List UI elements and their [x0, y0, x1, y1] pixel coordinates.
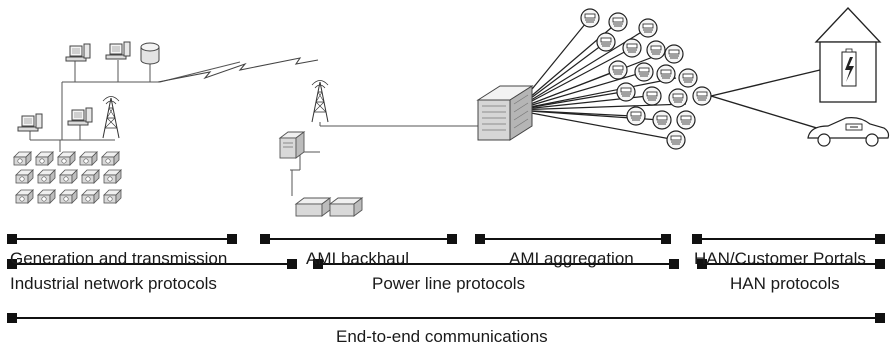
smart-meter-icon	[634, 62, 654, 82]
label-industrial-network-protocols: Industrial network protocols	[10, 274, 217, 293]
segment-ami-backhaul	[260, 234, 457, 244]
generation-network-icon	[13, 41, 241, 204]
house-icon	[814, 7, 882, 103]
field-device-icon	[13, 151, 32, 166]
electric-car-icon	[807, 117, 890, 147]
smart-meter-icon	[656, 64, 676, 84]
label-ami-aggregation: AMI aggregation	[509, 249, 634, 268]
smart-meter-icon	[626, 106, 646, 126]
smart-meter-icon	[666, 130, 686, 150]
transmission-tower-icon	[102, 96, 120, 139]
server-icon	[278, 131, 306, 159]
smart-meter-icon	[678, 68, 698, 88]
segment-bars	[7, 234, 885, 323]
smart-meter-icon	[642, 86, 662, 106]
smart-meter-group	[580, 8, 712, 150]
smart-meter-icon	[596, 32, 616, 52]
label-power-line-protocols: Power line protocols	[372, 274, 526, 293]
smart-meter-icon	[664, 44, 684, 64]
segment-ami-aggregation	[475, 234, 671, 244]
backhaul-site-icon	[278, 80, 478, 217]
server-icon	[294, 197, 332, 217]
smart-meter-icon	[668, 88, 688, 108]
label-han-protocols: HAN protocols	[730, 274, 840, 293]
smart-meter-icon	[646, 40, 666, 60]
computer-icon	[105, 41, 131, 60]
smart-meter-icon	[608, 12, 628, 32]
label-end-to-end-communications: End-to-end communications	[336, 327, 548, 346]
segment-generation-transmission	[7, 234, 237, 244]
computer-icon	[67, 107, 93, 126]
smart-meter-icon	[622, 38, 642, 58]
label-generation-transmission: Generation and transmission	[10, 249, 228, 268]
smart-meter-icon	[638, 18, 658, 38]
lightning-link-icon	[157, 57, 319, 83]
database-icon	[140, 42, 160, 65]
data-aggregator-icon	[476, 85, 534, 141]
han-links	[710, 69, 831, 133]
segment-power-line-protocols	[313, 259, 679, 269]
smart-meter-icon	[616, 82, 636, 102]
segment-end-to-end	[7, 313, 885, 323]
segment-han-protocols	[697, 259, 885, 269]
computer-icon	[17, 113, 43, 132]
smart-meter-icon	[692, 86, 712, 106]
smart-meter-icon	[608, 60, 628, 80]
server-icon	[328, 197, 364, 217]
segment-industrial-network-protocols	[7, 259, 297, 269]
smart-meter-icon	[652, 110, 672, 130]
transmission-tower-icon	[311, 80, 329, 123]
segment-han-customer-portals	[692, 234, 885, 244]
label-han-customer-portals: HAN/Customer Portals	[694, 249, 866, 268]
label-ami-backhaul: AMI backhaul	[306, 249, 409, 268]
smart-meter-icon	[580, 8, 600, 28]
computer-icon	[65, 43, 91, 62]
smart-meter-icon	[676, 110, 696, 130]
